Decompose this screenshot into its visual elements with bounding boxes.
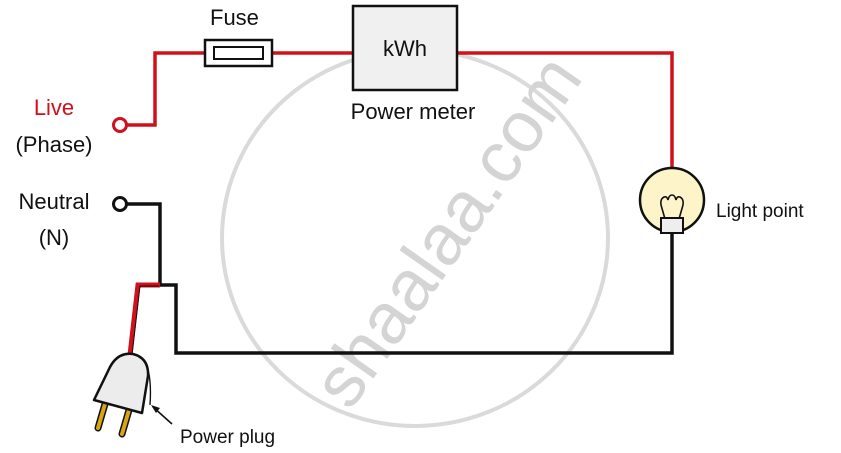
live-wire — [126, 51, 674, 168]
phase-label: (Phase) — [15, 132, 92, 157]
neutral-terminal — [112, 196, 128, 212]
fuse: Fuse — [203, 5, 274, 68]
plug-cord — [127, 282, 160, 356]
plug-pin-right-fill — [120, 408, 131, 436]
power-plug-icon: Power plug — [92, 352, 275, 448]
power-plug-label: Power plug — [180, 427, 275, 448]
plug-pointer-arrowhead — [151, 405, 160, 413]
bulb-socket — [660, 217, 684, 234]
live-label: Live — [34, 95, 74, 120]
power-meter-unit: kWh — [383, 36, 427, 61]
neutral-label: Neutral — [19, 189, 90, 214]
live-terminal — [112, 117, 128, 133]
plug-pin-left-fill — [96, 402, 107, 430]
neutral-abbr-label: (N) — [39, 225, 70, 250]
fuse-element — [213, 46, 264, 60]
return-wire — [160, 232, 674, 355]
bulb-filament — [660, 194, 684, 220]
light-bulb-icon: Light point — [638, 166, 804, 234]
power-meter-box — [351, 4, 459, 92]
watermark-text: shaalaa.com — [298, 41, 598, 421]
plug-cable-edge — [144, 361, 152, 406]
power-meter: kWh Power meter — [351, 4, 476, 124]
live-wire-segment-3 — [457, 51, 674, 168]
neutral-wire-segment-1 — [127, 202, 162, 285]
power-meter-label: Power meter — [351, 99, 476, 124]
fuse-label: Fuse — [210, 5, 259, 30]
live-wire-segment-1 — [126, 51, 205, 127]
neutral-wire — [127, 202, 674, 355]
light-point-label: Light point — [716, 201, 804, 222]
